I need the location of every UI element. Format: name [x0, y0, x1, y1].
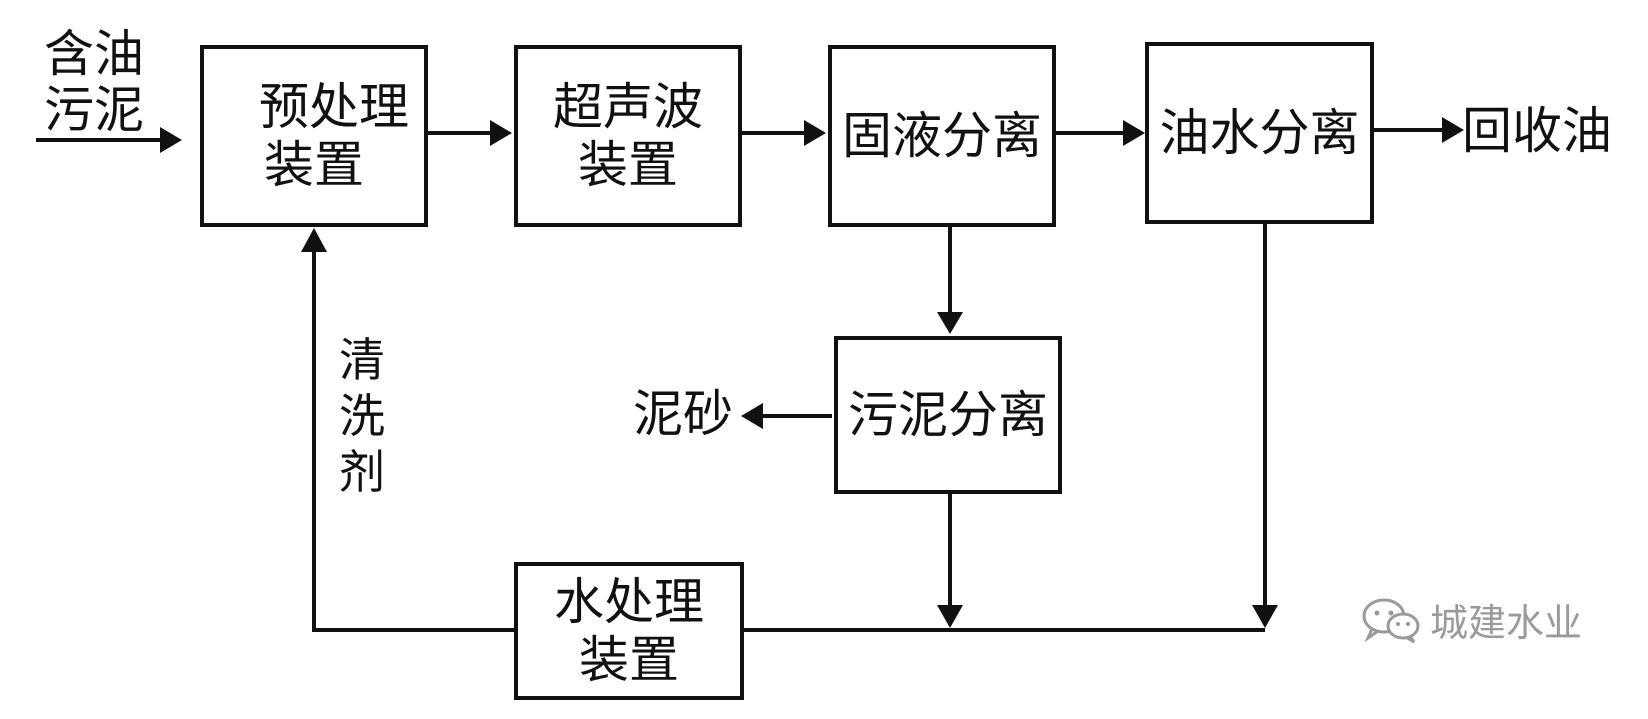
ultrasonic-line2: 装置 [578, 136, 678, 194]
water-treatment-box: 水处理 装置 [514, 562, 744, 700]
solid-liquid-label: 固液分离 [842, 107, 1042, 165]
detergent-char-1: 清 [339, 333, 385, 387]
wechat-icon [1362, 598, 1420, 643]
pretreatment-line1: 预处理 [259, 78, 409, 136]
pretreatment-box: 预处理 装置 [200, 45, 428, 227]
return-line-detergent [312, 250, 514, 632]
water-treatment-line2: 装置 [579, 631, 679, 689]
sand-label: 泥砂 [633, 385, 733, 443]
water-treatment-line1: 水处理 [554, 573, 704, 631]
ultrasonic-line1: 超声波 [553, 78, 703, 136]
watermark: 城建水业 [1360, 592, 1582, 647]
input-label-line2: 污泥 [44, 81, 144, 139]
sludge-sep-label: 污泥分离 [848, 386, 1048, 444]
oil-water-separation-box: 油水分离 [1145, 42, 1374, 224]
oil-water-label: 油水分离 [1159, 104, 1360, 162]
detergent-char-2: 洗 [339, 389, 385, 443]
input-label-line1: 含油 [44, 25, 144, 83]
sludge-separation-box: 污泥分离 [834, 336, 1062, 494]
pretreatment-line2: 装置 [264, 136, 364, 194]
detergent-label: 清 洗 剂 [337, 332, 387, 500]
input-label: 含油 污泥 [44, 26, 144, 138]
solid-liquid-separation-box: 固液分离 [828, 45, 1056, 227]
ultrasonic-box: 超声波 装置 [514, 45, 742, 227]
recovered-oil-label: 回收油 [1462, 102, 1612, 160]
watermark-text: 城建水业 [1430, 601, 1583, 645]
detergent-char-3: 剂 [339, 445, 385, 499]
